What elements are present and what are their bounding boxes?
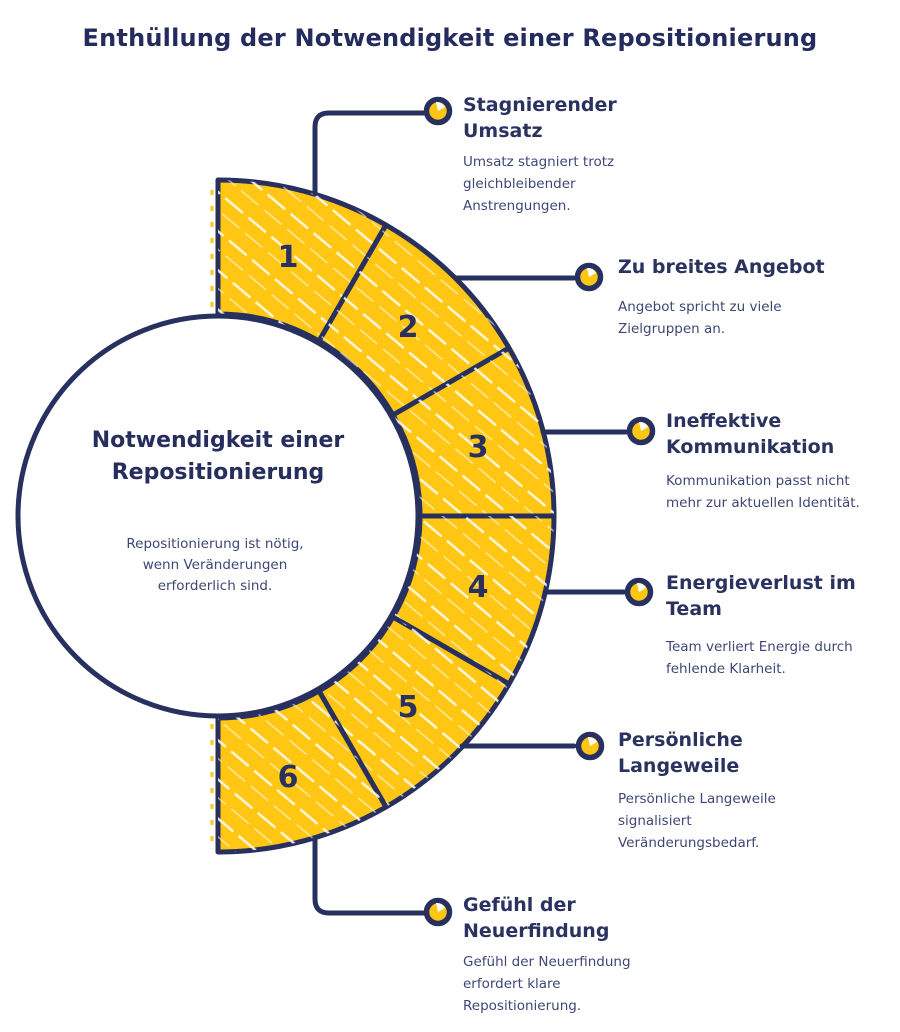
item-1-label: Stagnierender Umsatz	[463, 94, 617, 142]
segment-number-3: 3	[468, 430, 489, 465]
connector-line-1	[312, 110, 427, 197]
segment-numbers: 1 2 3 4 5 6	[278, 240, 489, 795]
segment-number-5: 5	[398, 690, 419, 725]
center-circle	[15, 313, 421, 719]
bullet-icon-5	[575, 731, 605, 761]
bullet-icon-1	[423, 96, 453, 126]
item-2-label: Zu breites Angebot	[618, 256, 825, 278]
item-1-description: Umsatz stagniert trotz gleichbleibender …	[463, 154, 615, 214]
item-4-description: Team verliert Energie durch fehlende Kla…	[666, 639, 853, 677]
item-5-description: Persönliche Langeweile signalisiert Verä…	[618, 791, 776, 851]
segment-ring	[215, 177, 557, 855]
bullet-icon-4	[624, 577, 654, 607]
item-4-label: Energieverlust im Team	[666, 572, 856, 620]
center-heading: Notwendigkeit einer Repositionierung	[91, 428, 345, 485]
item-3-description: Kommunikation passt nicht mehr zur aktue…	[666, 473, 860, 511]
ring-segment-2	[316, 222, 512, 418]
bullet-icon-3	[626, 416, 656, 446]
item-6-description: Gefühl der Neuerfindung erfordert klare …	[463, 954, 631, 1014]
item-5-label: Persönliche Langeweile	[618, 729, 743, 777]
segment-number-1: 1	[278, 240, 299, 275]
segment-number-4: 4	[468, 570, 489, 605]
connector-line-6	[312, 835, 427, 916]
bullet-markers	[423, 96, 656, 927]
item-2-description: Angebot spricht zu viele Zielgruppen an.	[618, 299, 782, 337]
bullet-icon-2	[574, 262, 604, 292]
center-description: Repositionierung ist nötig, wenn Verände…	[126, 536, 304, 594]
item-3-label: Ineffektive Kommunikation	[666, 410, 835, 458]
segment-number-2: 2	[398, 310, 419, 345]
bullet-icon-6	[423, 897, 453, 927]
item-6-label: Gefühl der Neuerfindung	[463, 894, 610, 942]
page-title: Enthüllung der Notwendigkeit einer Repos…	[82, 24, 818, 52]
connector-lines	[312, 110, 629, 916]
segment-number-6: 6	[278, 760, 299, 795]
